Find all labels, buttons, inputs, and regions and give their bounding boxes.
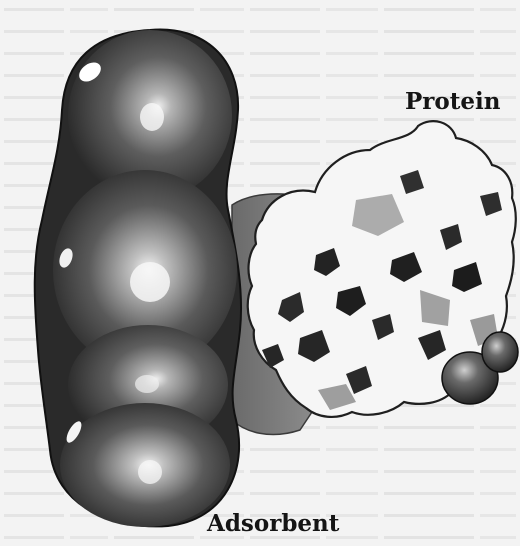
adsorbent-highlight (138, 460, 162, 484)
adsorbent-molecule (35, 30, 241, 527)
adsorbent-highlight (140, 103, 164, 131)
adsorbent-highlight (135, 375, 159, 393)
adsorbent-label: Adsorbent (207, 510, 339, 537)
protein-label: Protein (405, 88, 500, 115)
adsorbent-highlight (130, 262, 170, 302)
protein-small-bead (482, 332, 518, 372)
